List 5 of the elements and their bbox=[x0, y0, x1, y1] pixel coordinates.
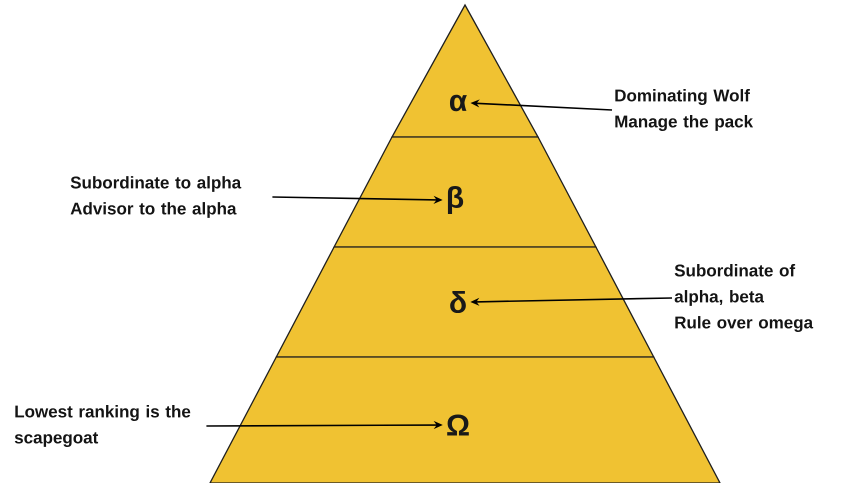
pyramid-level: β bbox=[333, 136, 597, 248]
description-text: Subordinate of alpha, beta Rule over omega bbox=[674, 264, 814, 332]
description-text: Subordinate to alpha Advisor to the alpha bbox=[70, 176, 242, 218]
description-text: Lowest ranking is the scapegoat bbox=[14, 405, 190, 447]
description-text: Dominating Wolf Manage the pack bbox=[615, 89, 754, 131]
